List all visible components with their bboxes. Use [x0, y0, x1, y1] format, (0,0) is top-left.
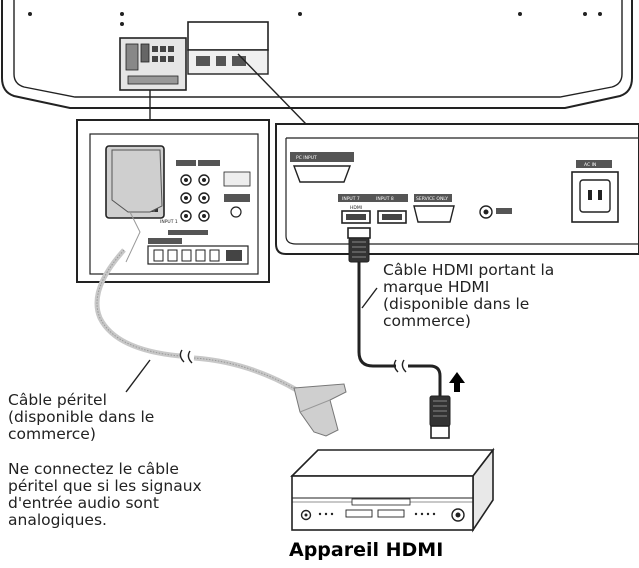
- service-label: SERVICE ONLY: [416, 196, 448, 202]
- peritel-note: Ne connectez le câble péritel que si les…: [8, 461, 202, 529]
- peritel-caption-line: commerce): [8, 425, 96, 443]
- right-detail-panel: PC INPUT INPUT 7 INPUT 8 HDMI SERVICE ON…: [275, 123, 639, 255]
- peritel-note-line: d'entrée audio sont: [8, 494, 159, 512]
- hdmi-caption-line: marque HDMI: [383, 278, 490, 296]
- peritel-caption-line: Câble péritel: [8, 391, 107, 409]
- device-title: Appareil HDMI: [289, 539, 444, 561]
- ac-in-label: AC IN: [584, 162, 596, 168]
- hdmi-caption-line: Câble HDMI portant la: [383, 261, 555, 279]
- left-detail-panel: INPUT 1: [76, 119, 270, 283]
- hdmi-caption-line: (disponible dans le: [383, 295, 530, 313]
- peritel-note-line: péritel que si les signaux: [8, 477, 202, 495]
- hdmi-caption-line: commerce): [383, 312, 471, 330]
- peritel-caption-line: (disponible dans le: [8, 408, 155, 426]
- tv-back: [0, 0, 633, 109]
- peritel-cable-caption: Câble péritel (disponible dans le commer…: [8, 392, 154, 443]
- callout-lines: [149, 53, 307, 125]
- hdmi-cable: [347, 227, 465, 439]
- peritel-note-line: Ne connectez le câble: [8, 460, 179, 478]
- input1-label: INPUT 1: [160, 219, 178, 225]
- peritel-note-line: analogiques.: [8, 511, 107, 529]
- input8-label: INPUT 8: [376, 196, 394, 202]
- pc-input-label: PC INPUT: [296, 155, 317, 161]
- peritel-cable: [94, 149, 347, 437]
- hdmi-device: [290, 447, 495, 533]
- input7-label: INPUT 7: [342, 196, 360, 202]
- hdmi-port-label: HDMI: [350, 205, 362, 211]
- hdmi-cable-caption: Câble HDMI portant la marque HDMI (dispo…: [383, 262, 554, 330]
